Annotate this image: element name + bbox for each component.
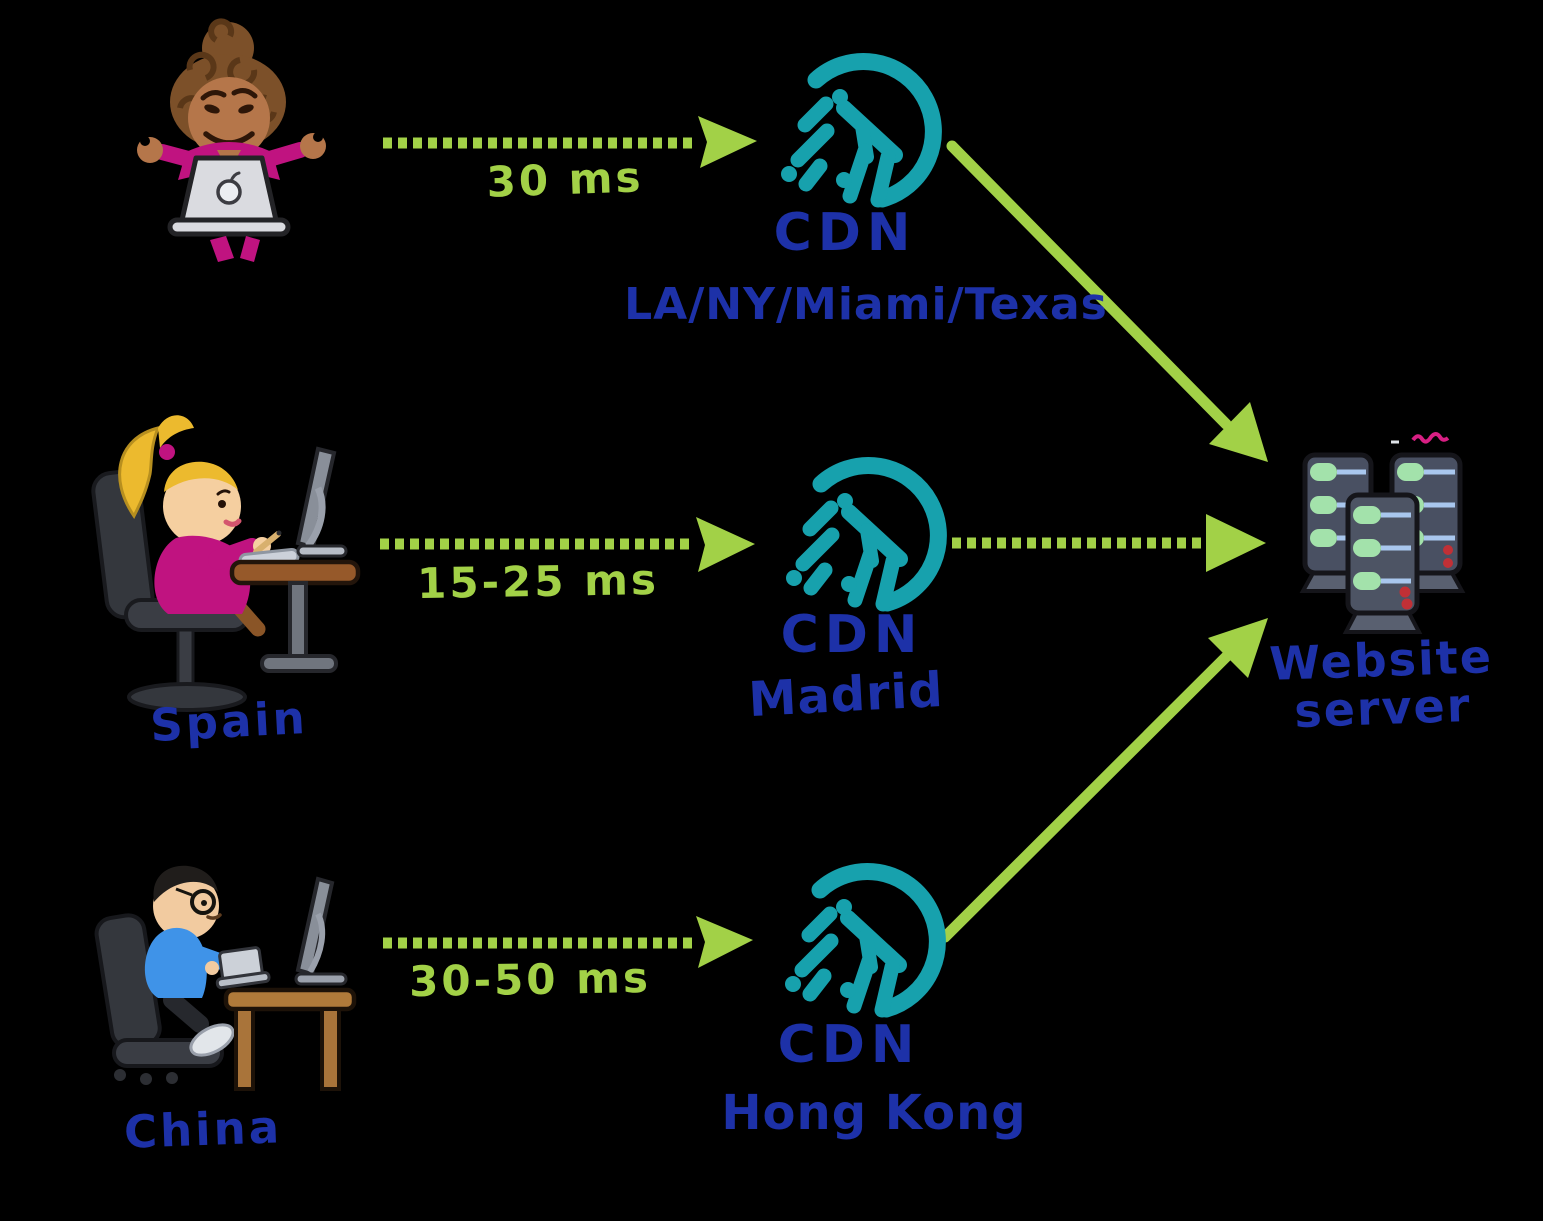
country-label-china: China <box>123 1100 283 1159</box>
cdn3-title: CDN <box>777 1015 921 1075</box>
cdn3-location: Hong Kong <box>721 1085 1027 1141</box>
server-towers-illustration <box>1299 432 1466 634</box>
cdn2-location: Madrid <box>747 661 945 729</box>
cdn-jellyfish-icon-1 <box>781 62 933 200</box>
arrow-cdn3-to-server <box>939 618 1268 943</box>
woman-with-laptop-illustration <box>137 18 326 262</box>
cdn1-title: CDN <box>773 203 917 263</box>
man-at-desk-illustration <box>94 865 357 1091</box>
cdn2-title: CDN <box>780 605 924 665</box>
latency-label-3: 30-50 ms <box>408 952 652 1007</box>
arrow-cdn1-to-server <box>946 140 1268 462</box>
arrow-user3-to-cdn3 <box>383 916 753 968</box>
server-label-line2: server <box>1293 678 1473 739</box>
latency-label-2: 15-25 ms <box>416 554 660 609</box>
cdn-jellyfish-icon-2 <box>786 466 938 604</box>
arrow-cdn2-to-server <box>952 514 1266 572</box>
country-label-spain: Spain <box>148 690 309 753</box>
cdn-jellyfish-icon-3 <box>785 872 937 1010</box>
latency-label-1: 30 ms <box>485 152 645 207</box>
woman-at-desk-illustration <box>91 415 361 712</box>
arrow-user2-to-cdn2 <box>380 517 755 572</box>
arrow-user1-to-cdn1 <box>383 116 757 168</box>
cdn1-location: LA/NY/Miami/Texas <box>624 279 1108 330</box>
server-label: Website server <box>1268 629 1496 739</box>
